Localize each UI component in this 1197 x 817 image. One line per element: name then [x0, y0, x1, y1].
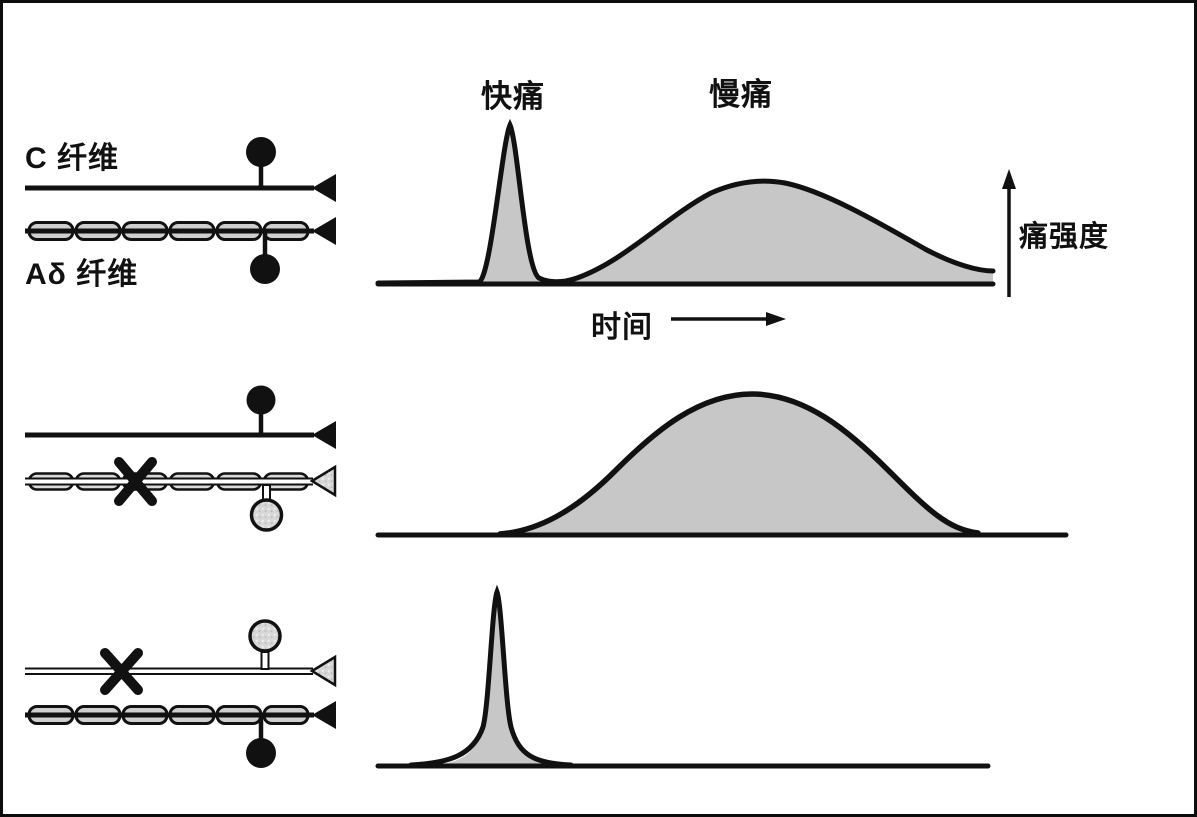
intensity-arrow [1002, 169, 1016, 297]
time-arrow [671, 312, 786, 326]
pain-curve-panel-3 [375, 584, 991, 769]
curve-fill [500, 394, 978, 535]
fiber-pair-c-blocked [25, 619, 337, 768]
c-fiber-soma [246, 137, 276, 167]
blocked-adelta-terminal [309, 464, 337, 498]
blocked-adelta-soma [249, 498, 284, 532]
fiber-pair-adelta-blocked [25, 385, 337, 532]
curve-fill [435, 592, 559, 766]
time-axis-label: 时间 [591, 311, 653, 344]
pain-curve-panel-1 [375, 118, 996, 287]
figure-artwork [25, 118, 1069, 769]
c-fiber-terminal [312, 421, 336, 449]
c-fiber-soma [246, 385, 276, 415]
c-fiber-label: C 纤维 [25, 142, 119, 175]
block-x-mark [114, 457, 157, 506]
adelta-fiber-blocked [25, 457, 337, 532]
c-fiber-terminal [312, 174, 336, 202]
pain-curve-panel-2 [375, 391, 1069, 538]
fiber-pair-intact [25, 137, 336, 284]
pain-intensity-axis-label: 痛强度 [1019, 221, 1110, 253]
fast-pain-label: 快痛 [481, 79, 545, 114]
curve-stroke [408, 584, 574, 768]
a-delta-fiber-label: Aδ 纤维 [25, 258, 139, 291]
c-fiber-intact-row2 [25, 385, 336, 449]
curve-stroke [375, 118, 996, 286]
block-x-mark [100, 648, 143, 695]
adelta-soma [250, 254, 280, 284]
slow-pain-label: 慢痛 [709, 77, 773, 112]
blocked-soma-stalk [260, 651, 270, 670]
blocked-c-soma [248, 619, 282, 653]
adelta-fiber-intact-row3 [25, 701, 336, 768]
adelta-terminal [312, 701, 336, 729]
c-fiber-intact [25, 137, 336, 202]
curve-stroke [497, 391, 981, 537]
c-fiber-blocked [25, 619, 337, 695]
adelta-soma [246, 738, 276, 768]
adelta-fiber-intact [25, 217, 336, 284]
curve-fill [378, 125, 993, 284]
blocked-c-terminal [309, 654, 337, 688]
adelta-terminal [312, 217, 336, 245]
